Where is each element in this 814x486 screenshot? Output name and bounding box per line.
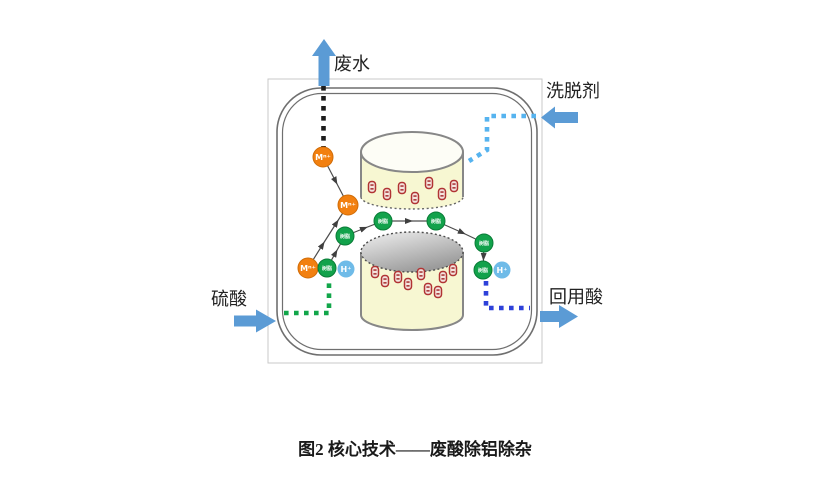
resin-bead xyxy=(403,277,413,291)
resin-label: 树脂 xyxy=(479,240,489,247)
resin-circle xyxy=(473,260,493,280)
proton-circle xyxy=(337,260,355,278)
column-top-opening xyxy=(360,231,464,273)
frame-border-inner xyxy=(281,92,533,351)
resin-bead xyxy=(433,285,443,299)
resin-label: 树脂 xyxy=(431,218,441,225)
resin-label: 树脂 xyxy=(378,218,388,225)
reuse-acid-arrow xyxy=(540,305,578,328)
resin-beads-bottom xyxy=(370,263,458,299)
resin-node: 树脂 xyxy=(473,260,493,280)
resin-node: 树脂 xyxy=(317,258,337,278)
resin-bead xyxy=(367,180,377,194)
proton-label: H⁺ xyxy=(341,265,352,274)
resin-circle xyxy=(335,226,355,246)
metal-ion-circle xyxy=(312,146,334,168)
eluent-path xyxy=(467,113,536,163)
resin-node: 树脂 xyxy=(335,226,355,246)
column-top-opening xyxy=(360,131,464,173)
resin-bead xyxy=(438,270,448,284)
frame-border-outer xyxy=(276,87,538,356)
resin-bead xyxy=(410,191,420,205)
sulfuric-acid-arrow xyxy=(234,309,276,333)
proton-label: H⁺ xyxy=(497,266,508,275)
eluent-arrow xyxy=(541,106,578,129)
resin-circle xyxy=(474,233,494,253)
stream-labels: 废水 洗脱剂 硫酸 回用酸 xyxy=(211,54,603,309)
resin-circle xyxy=(373,211,393,231)
resin-bead xyxy=(416,267,426,281)
resin-bead xyxy=(448,263,458,277)
regeneration-column xyxy=(360,231,464,331)
resin-beads-top xyxy=(367,176,459,205)
resin-bead xyxy=(380,274,390,288)
flow-paths xyxy=(284,86,536,316)
resin-bead xyxy=(449,179,459,193)
metal-ion-node: Mⁿ⁺ xyxy=(312,146,334,168)
column-body xyxy=(361,252,463,330)
resin-circle xyxy=(317,258,337,278)
proton-node: H⁺ xyxy=(337,260,355,278)
resin-bead xyxy=(437,187,447,201)
metal-ion-circle xyxy=(337,194,359,216)
resin-circle xyxy=(426,211,446,231)
eluent-label: 洗脱剂 xyxy=(546,81,600,101)
resin-bead xyxy=(382,187,392,201)
metal-ion-label: Mⁿ⁺ xyxy=(340,201,356,210)
adsorption-column xyxy=(360,131,464,210)
resin-bead xyxy=(370,265,380,279)
metal-ion-label: Mⁿ⁺ xyxy=(300,264,316,273)
metal-ion-label: Mⁿ⁺ xyxy=(315,153,331,162)
species-nodes: H⁺ H⁺ Mⁿ⁺ Mⁿ⁺ Mⁿ⁺ 树脂 树脂 树脂 xyxy=(297,146,511,280)
resin-bead xyxy=(393,270,403,284)
metal-ion-node: Mⁿ⁺ xyxy=(337,194,359,216)
flow-arrows xyxy=(234,39,578,333)
resin-bead xyxy=(423,282,433,296)
metal-ion-node: Mⁿ⁺ xyxy=(297,257,319,279)
figure-caption: 图2 核心技术——废酸除铝除杂 xyxy=(298,439,532,459)
waste-water-label: 废水 xyxy=(334,54,370,74)
resin-bead xyxy=(397,181,407,195)
proton-node: H⁺ xyxy=(493,261,511,279)
resin-label: 树脂 xyxy=(340,233,350,240)
resin-node: 树脂 xyxy=(474,233,494,253)
sulfuric-acid-label: 硫酸 xyxy=(211,289,247,309)
resin-bead xyxy=(424,176,434,190)
proton-circle xyxy=(493,261,511,279)
reuse-acid-label: 回用酸 xyxy=(549,287,603,307)
resin-node: 树脂 xyxy=(373,211,393,231)
resin-label: 树脂 xyxy=(322,265,332,272)
resin-label: 树脂 xyxy=(478,267,488,274)
resin-node: 树脂 xyxy=(426,211,446,231)
column-bottom-edge xyxy=(360,314,464,331)
waste-water-arrow xyxy=(312,39,336,86)
